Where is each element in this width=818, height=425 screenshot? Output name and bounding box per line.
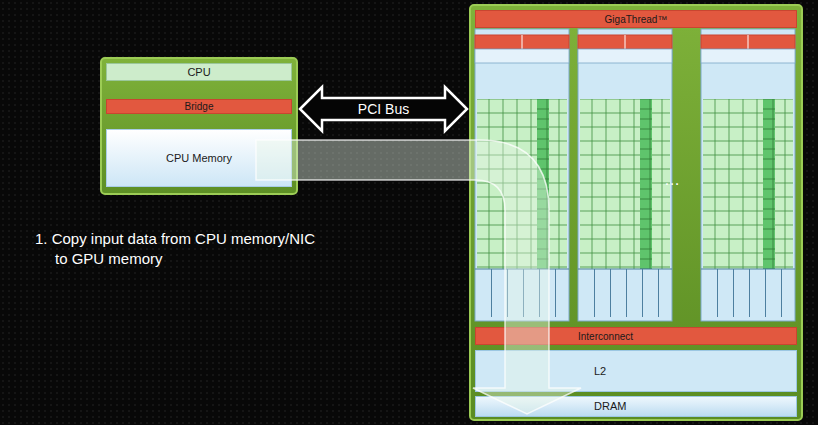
- l2-cache-box: L2: [475, 350, 797, 392]
- dram-box: DRAM: [475, 396, 797, 417]
- bus-arrow: [300, 87, 467, 131]
- box-label: CPU: [187, 66, 210, 78]
- box-label: Bridge: [185, 101, 214, 112]
- box-label: GigaThread™: [605, 14, 668, 25]
- cpu-memory-box: CPU Memory: [106, 129, 292, 187]
- cpu-band: CPU: [106, 63, 292, 81]
- data-flow-arrow: [256, 140, 581, 414]
- bus-label: PCI Bus: [358, 101, 409, 117]
- gigathread-band: GigaThread™: [475, 10, 797, 28]
- box-label: CPU Memory: [166, 152, 232, 164]
- interconnect-band: Interconnect: [475, 327, 797, 345]
- host-system-box: CPU BridgeCPU Memory: [100, 57, 298, 195]
- gpu-box: GigaThread™ InterconnectL2DRAM: [469, 4, 803, 421]
- ellipsis-mark: …: [664, 170, 688, 191]
- bridge-band: Bridge: [106, 99, 292, 114]
- step-caption: 1. Copy input data from CPU memory/NIC t…: [35, 229, 327, 268]
- box-label: DRAM: [594, 400, 626, 412]
- box-label: Interconnect: [578, 331, 633, 342]
- box-label: L2: [594, 365, 606, 377]
